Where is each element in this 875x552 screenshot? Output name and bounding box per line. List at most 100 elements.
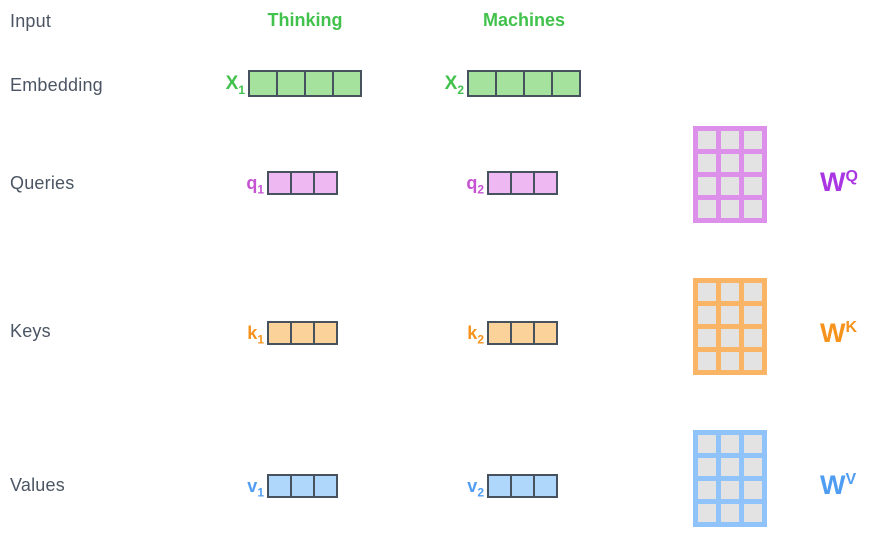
vector-label-v1: v1: [238, 476, 264, 499]
vector-label-base: q: [246, 173, 258, 193]
matrix-cell: [698, 435, 716, 453]
vector-cells-v2: [487, 474, 558, 498]
vector-label-k1: k1: [238, 324, 264, 346]
vector-cells-q2: [487, 171, 558, 195]
matrix-label-sup: Q: [845, 168, 858, 185]
matrix-label-base: W: [820, 470, 846, 500]
matrix-label-wk: WK: [820, 320, 857, 347]
matrix-label-wq: WQ: [820, 169, 858, 196]
vector-label-sub: 1: [257, 332, 264, 347]
vector-cell: [290, 323, 313, 343]
matrix-cell: [721, 283, 739, 301]
vector-cell: [533, 323, 556, 343]
matrix-cell: [744, 458, 762, 476]
row-label-input: Input: [10, 11, 52, 31]
vector-cell: [313, 476, 336, 496]
matrix-cell: [698, 200, 716, 218]
vector-cells-v1: [267, 474, 338, 498]
vector-label-base: q: [466, 173, 478, 193]
vector-cells-x2: [467, 70, 581, 97]
matrix-cell: [698, 131, 716, 149]
matrix-cell: [721, 177, 739, 195]
matrix-cell: [721, 131, 739, 149]
vector-label-sub: 2: [457, 82, 464, 97]
row-label-values: Values: [10, 475, 65, 495]
vector-cell: [510, 323, 533, 343]
matrix-label-wv: WV: [820, 472, 856, 499]
vector-label-q2: q2: [458, 173, 484, 196]
matrix-cell: [744, 200, 762, 218]
vector-cell: [276, 72, 304, 95]
vector-cell: [313, 323, 336, 343]
vector-cell: [332, 72, 360, 95]
vector-cell: [489, 476, 510, 496]
matrix-cell: [744, 481, 762, 499]
weight-matrix-wv: [693, 430, 767, 527]
vector-cell: [290, 476, 313, 496]
value-vector-v1: v1: [238, 474, 338, 499]
vector-cell: [510, 476, 533, 496]
column-header-machines: Machines: [482, 10, 566, 30]
vector-cells-x1: [248, 70, 362, 97]
matrix-label-sup: V: [845, 471, 857, 488]
vector-cell: [495, 72, 523, 95]
vector-cells-q1: [267, 171, 338, 195]
matrix-cell: [744, 283, 762, 301]
vector-cell: [269, 323, 290, 343]
vector-label-sub: 2: [477, 182, 484, 197]
vector-label-q1: q1: [238, 173, 264, 196]
vector-cell: [489, 173, 510, 193]
matrix-cell: [698, 352, 716, 370]
key-vector-k1: k1: [238, 321, 338, 346]
vector-label-sub: 1: [238, 82, 245, 97]
vector-label-base: v: [247, 476, 258, 496]
row-label-keys: Keys: [10, 321, 51, 341]
vector-label-v2: v2: [458, 477, 484, 499]
vector-label-sub: 1: [257, 182, 264, 197]
matrix-cell: [744, 306, 762, 324]
matrix-cell: [744, 329, 762, 347]
weight-matrix-wq: [693, 126, 767, 223]
matrix-cell: [698, 177, 716, 195]
matrix-cell: [721, 154, 739, 172]
matrix-cell: [698, 481, 716, 499]
vector-cell: [533, 173, 556, 193]
matrix-cell: [721, 458, 739, 476]
matrix-cell: [721, 435, 739, 453]
row-label-embedding: Embedding: [10, 75, 103, 95]
matrix-cell: [698, 306, 716, 324]
matrix-cell: [744, 504, 762, 522]
matrix-label-base: W: [820, 167, 846, 197]
vector-cell: [489, 323, 510, 343]
matrix-cell: [698, 504, 716, 522]
matrix-label-base: W: [820, 318, 846, 348]
vector-cell: [269, 476, 290, 496]
weight-matrix-wk: [693, 278, 767, 375]
value-vector-v2: v2: [458, 474, 558, 499]
matrix-cell: [721, 504, 739, 522]
vector-cell: [269, 173, 290, 193]
matrix-cell: [721, 329, 739, 347]
matrix-cell: [721, 200, 739, 218]
matrix-cell: [744, 131, 762, 149]
row-label-queries: Queries: [10, 173, 75, 193]
vector-label-base: X: [444, 73, 458, 94]
vector-cell: [533, 476, 556, 496]
vector-cell: [290, 173, 313, 193]
matrix-label-sup: K: [845, 319, 858, 336]
vector-cell: [510, 173, 533, 193]
vector-label-base: X: [225, 73, 239, 94]
vector-cell: [469, 72, 495, 95]
vector-cells-k2: [487, 321, 558, 345]
vector-label-sub: 2: [477, 332, 484, 347]
matrix-cell: [721, 306, 739, 324]
vector-cell: [313, 173, 336, 193]
vector-label-k2: k2: [458, 324, 484, 346]
matrix-cell: [698, 283, 716, 301]
key-vector-k2: k2: [458, 321, 558, 346]
matrix-cell: [744, 435, 762, 453]
vector-cell: [250, 72, 276, 95]
vector-cell: [523, 72, 551, 95]
vector-label-sub: 1: [257, 485, 264, 500]
